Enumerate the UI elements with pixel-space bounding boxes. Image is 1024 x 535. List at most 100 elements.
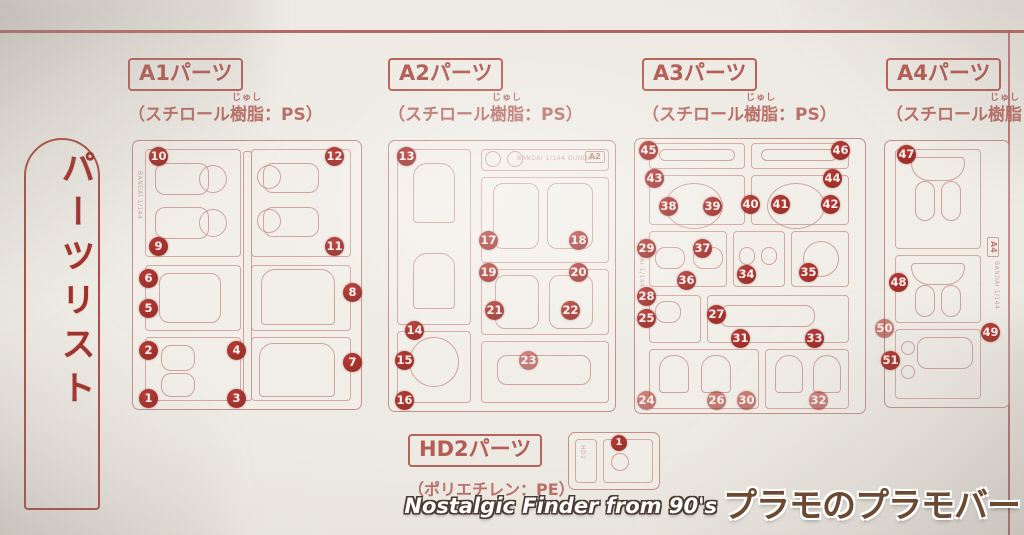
part-number-badge[interactable]: 43 xyxy=(645,169,664,188)
watermark: Nostalgic Finder from 90's プラモのプラモバー xyxy=(404,479,1024,533)
part-number-badge[interactable]: 28 xyxy=(637,287,656,306)
part-number-badge[interactable]: 22 xyxy=(561,301,580,320)
sprue-cell xyxy=(791,231,849,287)
sprue-hd2: HD2 1 xyxy=(568,432,660,490)
part-number-badge[interactable]: 4 xyxy=(227,341,246,360)
part-number-badge[interactable]: 25 xyxy=(637,309,656,328)
parts-list-title: パーツリスト xyxy=(55,150,95,414)
furigana-juhsi: じゅし xyxy=(492,92,523,103)
part-number-badge[interactable]: 18 xyxy=(569,231,588,250)
part-number-badge[interactable]: 31 xyxy=(731,329,750,348)
section-a1-title: A1パーツ xyxy=(128,58,244,91)
sprue-cell xyxy=(251,337,351,401)
part-number-badge[interactable]: 9 xyxy=(149,237,168,256)
sprue-bar xyxy=(243,151,252,401)
sprue-cell xyxy=(251,265,351,331)
furigana-juhsi: じゅし xyxy=(232,92,263,103)
part-number-badge[interactable]: 19 xyxy=(479,263,498,282)
watermark-english-text: Nostalgic Finder from 90's xyxy=(404,494,717,518)
part-number-badge[interactable]: 12 xyxy=(325,147,344,166)
section-a2-header: A2パーツ じゅし （スチロール樹脂：PS） xyxy=(388,58,583,125)
section-a2-material: じゅし （スチロール樹脂：PS） xyxy=(388,93,583,125)
sprue-a4-micro-text: BANDAI 1/144 xyxy=(993,261,1000,310)
part-number-badge[interactable]: 51 xyxy=(881,351,900,370)
sprue-cell xyxy=(765,349,849,409)
sprue-a3-micro-text: BANDAI 1/144 xyxy=(638,239,645,288)
sprue-a2: A2 BANDAI 1/144 GUNDAM 13 17 18 19 20 14… xyxy=(388,140,616,412)
part-number-badge[interactable]: 49 xyxy=(981,323,1000,342)
sprue-cell xyxy=(145,337,241,401)
section-a4-material-text: （スチロール樹脂：PS） xyxy=(886,104,1024,125)
section-a4-title: A4パーツ xyxy=(886,58,1002,91)
section-a1-material-text: （スチロール樹脂：PS） xyxy=(128,104,323,125)
part-number-badge[interactable]: 37 xyxy=(693,239,712,258)
part-number-badge[interactable]: 23 xyxy=(519,351,538,370)
sprue-cell xyxy=(751,143,849,169)
part-number-badge[interactable]: 1 xyxy=(611,435,627,451)
section-a4-header: A4パーツ じゅし （スチロール樹脂：PS） xyxy=(886,58,1024,125)
part-number-badge[interactable]: 41 xyxy=(771,195,790,214)
part-number-badge[interactable]: 40 xyxy=(741,195,760,214)
part-number-badge[interactable]: 16 xyxy=(395,391,414,410)
section-a1-material: じゅし （スチロール樹脂：PS） xyxy=(128,93,323,125)
sprue-cell xyxy=(145,149,241,257)
part-number-badge[interactable]: 38 xyxy=(659,197,678,216)
part-number-badge[interactable]: 36 xyxy=(677,271,696,290)
part-number-badge[interactable]: 32 xyxy=(809,391,828,410)
part-number-badge[interactable]: 14 xyxy=(405,321,424,340)
part-number-badge[interactable]: 24 xyxy=(637,391,656,410)
part-number-badge[interactable]: 47 xyxy=(897,145,916,164)
section-hd2-title: HD2パーツ xyxy=(408,434,543,467)
sprue-a4: A4 BANDAI 1/144 47 48 49 50 51 xyxy=(875,140,1010,408)
part-number-badge[interactable]: 2 xyxy=(139,341,158,360)
part-number-badge[interactable]: 27 xyxy=(707,305,726,324)
sprue-cell xyxy=(895,329,981,399)
section-a1-header: A1パーツ じゅし （スチロール樹脂：PS） xyxy=(128,58,323,125)
part-number-badge[interactable]: 34 xyxy=(737,265,756,284)
part-number-badge[interactable]: 46 xyxy=(831,141,850,160)
part-number-badge[interactable]: 15 xyxy=(395,351,414,370)
section-hd2: HD2パーツ （ポリエチレン：PE） xyxy=(408,434,575,500)
part-number-badge[interactable]: 30 xyxy=(737,391,756,410)
sprue-cell xyxy=(603,439,653,483)
part-number-badge[interactable]: 29 xyxy=(637,239,656,258)
part-number-badge[interactable]: 20 xyxy=(569,263,588,282)
part-number-badge[interactable]: 35 xyxy=(799,263,818,282)
section-a4-material: じゅし （スチロール樹脂：PS） xyxy=(886,93,1024,125)
part-number-badge[interactable]: 5 xyxy=(139,299,158,318)
section-hd2-material-text: （ポリエチレン：PE） xyxy=(408,479,575,499)
part-number-badge[interactable]: 26 xyxy=(707,391,726,410)
part-number-badge[interactable]: 1 xyxy=(139,389,158,408)
sprue-cell xyxy=(145,265,241,331)
part-number-badge[interactable]: 39 xyxy=(703,197,722,216)
section-a3-header: A3パーツ じゅし （スチロール樹脂：PS） xyxy=(642,58,837,125)
section-a3-material-text: （スチロール樹脂：PS） xyxy=(642,104,837,125)
page-rule-right xyxy=(1007,30,1010,535)
part-number-badge[interactable]: 45 xyxy=(639,141,658,160)
part-number-badge[interactable]: 7 xyxy=(343,353,362,372)
sprue-tag-a2: A2 xyxy=(585,151,605,163)
part-number-badge[interactable]: 44 xyxy=(823,169,842,188)
part-number-badge[interactable]: 13 xyxy=(397,147,416,166)
part-number-badge[interactable]: 48 xyxy=(889,273,908,292)
part-number-badge[interactable]: 6 xyxy=(139,269,158,288)
part-number-badge[interactable]: 42 xyxy=(821,195,840,214)
part-number-badge[interactable]: 10 xyxy=(149,147,168,166)
sprue-hd2-micro-text: HD2 xyxy=(579,445,586,460)
sprue-cell xyxy=(895,149,981,249)
part-number-badge[interactable]: 50 xyxy=(875,319,894,338)
furigana-juhsi: じゅし xyxy=(990,92,1021,103)
part-number-badge[interactable]: 33 xyxy=(805,329,824,348)
part-number-badge[interactable]: 11 xyxy=(325,237,344,256)
sprue-cell xyxy=(481,341,609,403)
part-number-badge[interactable]: 3 xyxy=(227,389,246,408)
part-number-badge[interactable]: 21 xyxy=(485,301,504,320)
parts-list-title-box xyxy=(24,138,100,510)
part-number-badge[interactable]: 17 xyxy=(479,231,498,250)
sprue-cell xyxy=(895,255,981,323)
sprue-a2-micro-text: BANDAI 1/144 GUNDAM xyxy=(517,155,599,162)
sprue-a1: BANDAI 1/144 10 12 9 11 6 5 8 2 4 7 1 3 xyxy=(132,140,362,410)
sprue-cell xyxy=(707,295,849,343)
part-number-badge[interactable]: 8 xyxy=(343,283,362,302)
sprue-cell xyxy=(575,439,597,483)
